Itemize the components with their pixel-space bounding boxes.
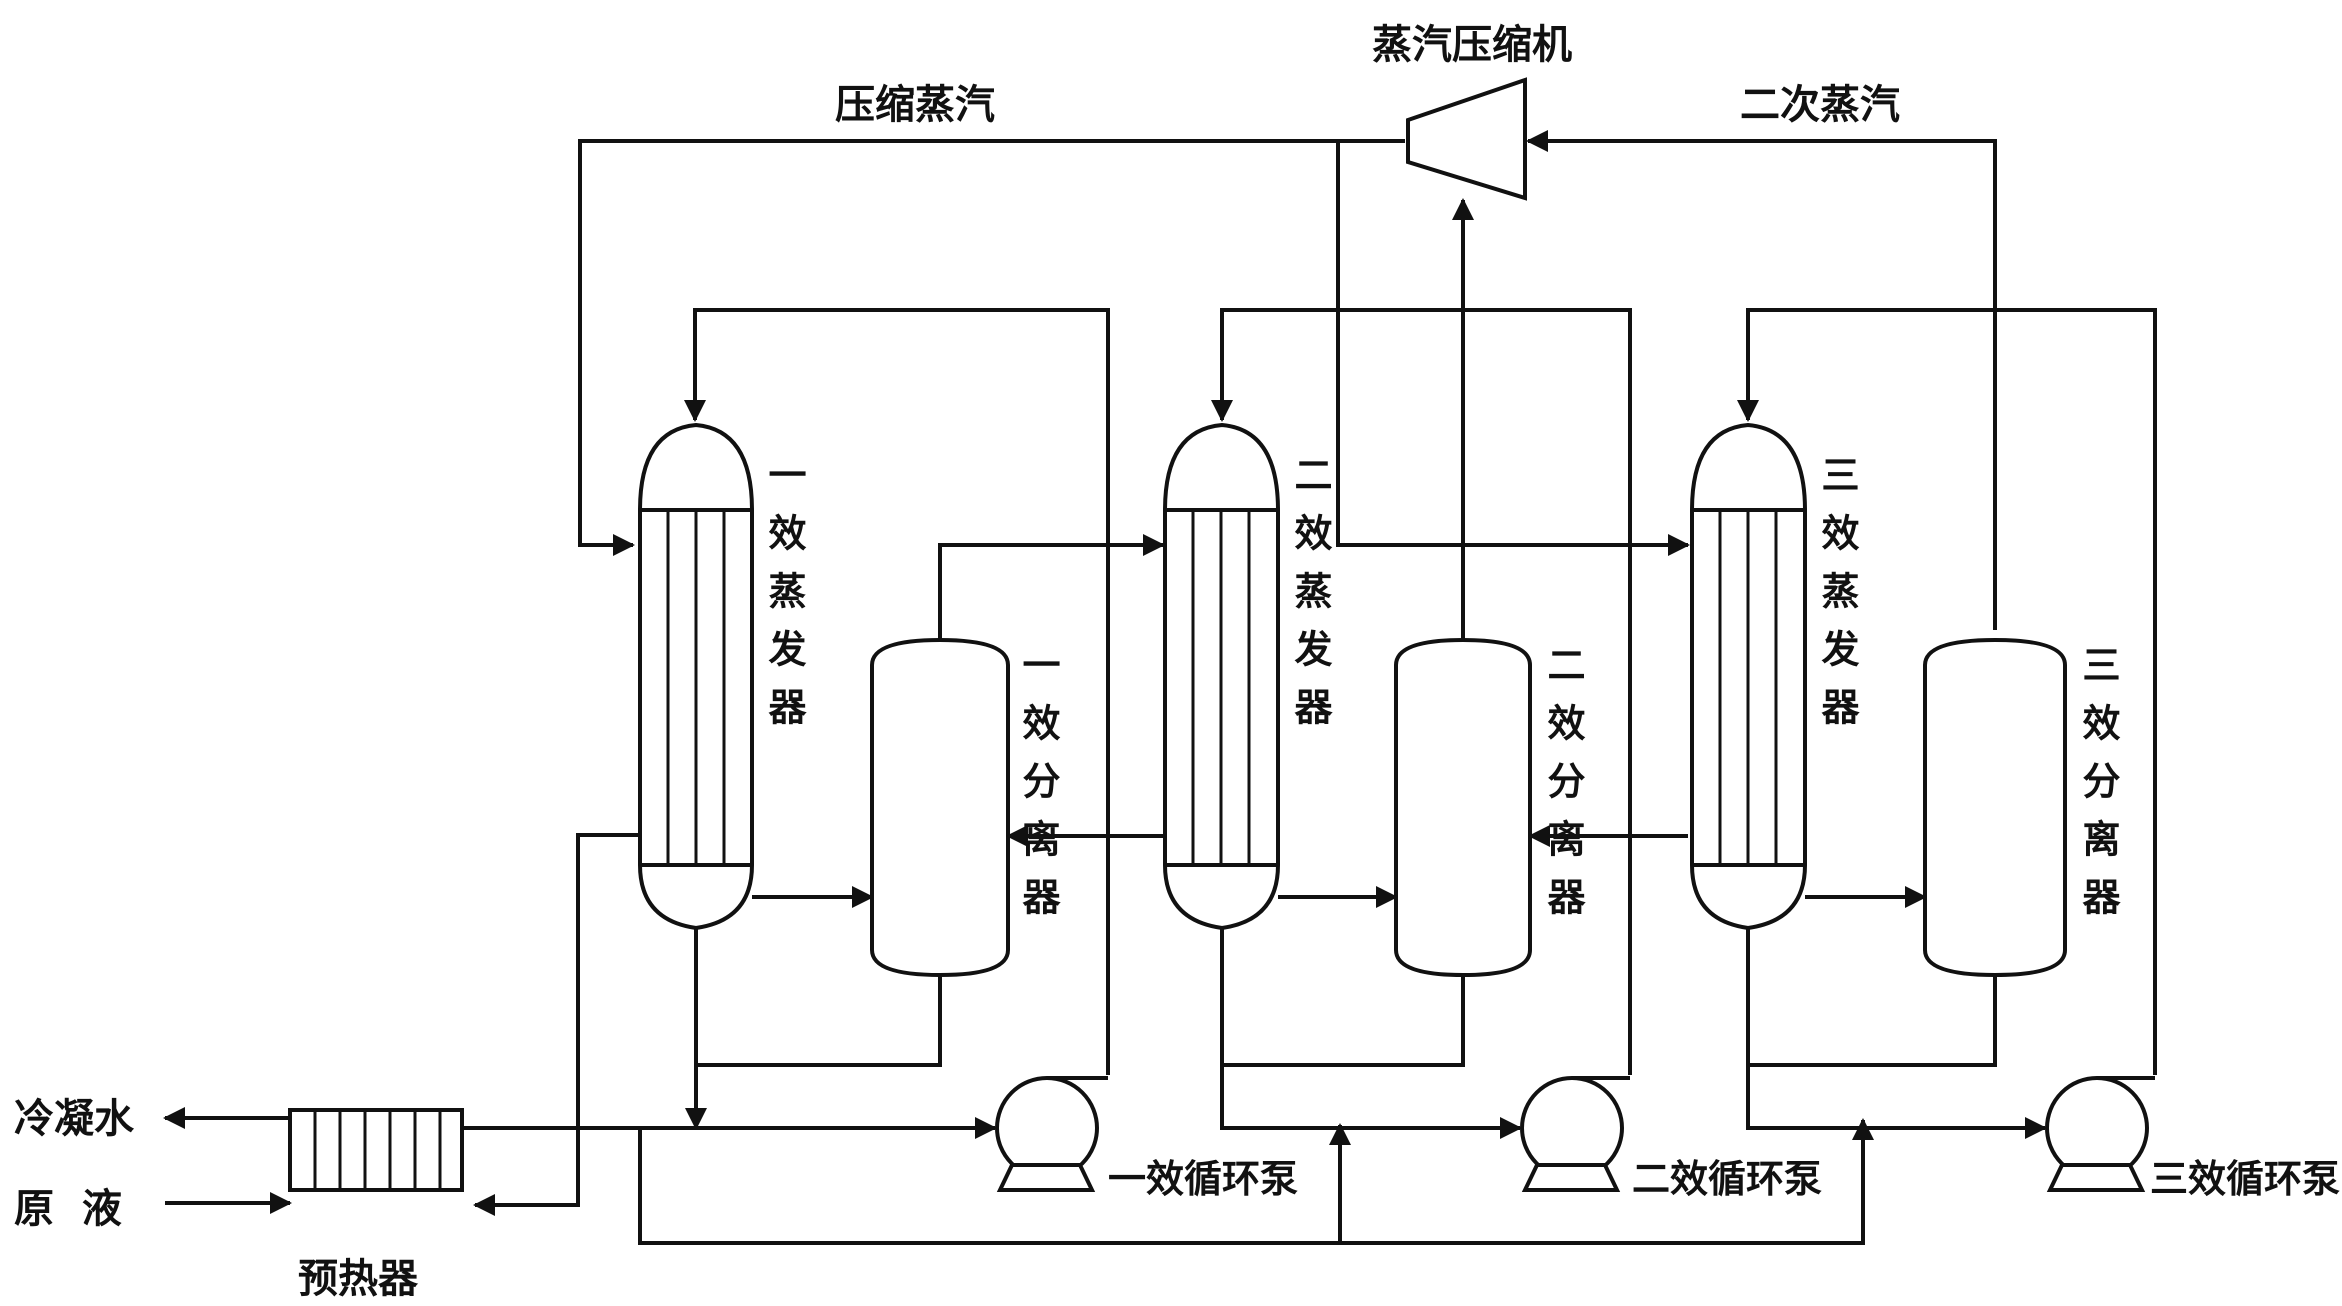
vapor-compressor [1406, 77, 1527, 201]
evaporator-2-label: 二效蒸发器 [1288, 455, 1332, 745]
first-separator-vapor-line [938, 534, 1165, 645]
recirc-line-2 [1211, 308, 1632, 1075]
separator-2-label: 二效分离器 [1541, 645, 1585, 935]
compressed-steam-line [578, 139, 1405, 556]
preheater [288, 1108, 464, 1192]
condensate-label: 冷凝水 [14, 1096, 135, 1142]
recirc-line-3 [1737, 308, 2157, 1075]
evaporator-3-label: 三效蒸发器 [1815, 455, 1859, 745]
separator-1-vessel [870, 637, 1010, 978]
condensate-return-line [473, 833, 640, 1216]
recirc-line-1 [684, 308, 1110, 1075]
separator-3-vessel [1923, 637, 2067, 978]
pump-1-label: 一效循环泵 [1108, 1157, 1298, 1201]
pump-2-label: 二效循环泵 [1632, 1157, 1822, 1201]
compressed-steam-branch-line [1336, 141, 1690, 556]
effect-2 [1163, 422, 1688, 1192]
evaporator-1-label: 一效蒸发器 [762, 455, 806, 745]
separator-3-label: 三效分离器 [2076, 645, 2120, 935]
effect-1 [638, 422, 1163, 1192]
effect-3 [1690, 422, 2155, 1192]
preheater-label: 预热器 [298, 1256, 419, 1302]
separator-1-label: 一效分离器 [1016, 645, 1060, 935]
compressed-steam-label: 压缩蒸汽 [835, 82, 995, 128]
secondary-steam-line [1526, 130, 1997, 630]
vapor-compressor-label: 蒸汽压缩机 [1372, 22, 1572, 68]
pump-3-label: 三效循环泵 [2150, 1157, 2340, 1201]
secondary-steam-label: 二次蒸汽 [1740, 82, 1900, 128]
raw-liquid-label: 原 液 [14, 1186, 122, 1232]
separator-2-vessel [1394, 637, 1532, 978]
